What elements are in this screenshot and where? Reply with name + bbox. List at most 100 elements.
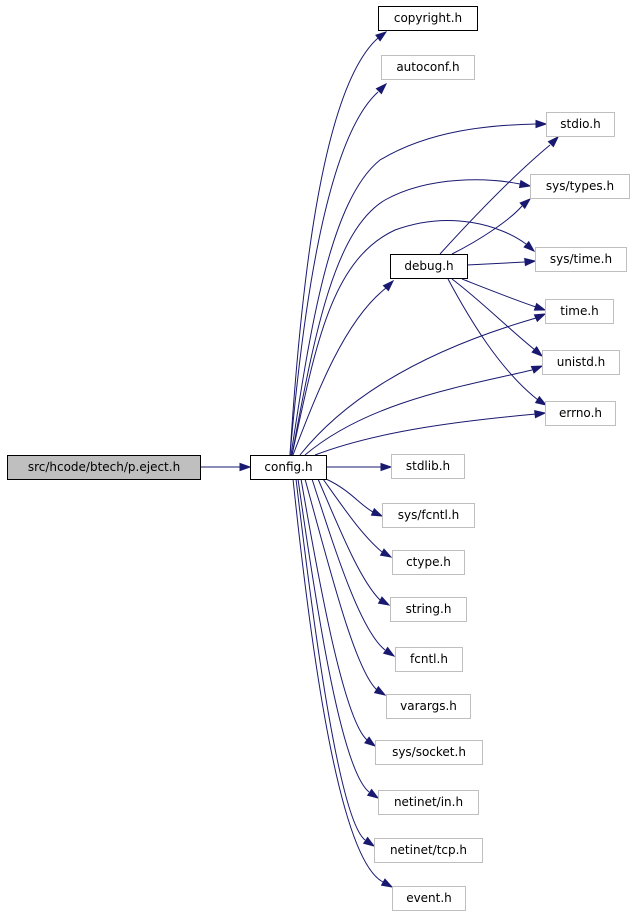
edge-config-to-unistd <box>304 365 544 456</box>
svg-text:debug.h: debug.h <box>404 259 453 273</box>
node-netinet-tcp-h[interactable]: netinet/tcp.h <box>374 838 483 863</box>
node-copyright-h[interactable]: copyright.h <box>378 6 478 31</box>
node-event-h[interactable]: event.h <box>392 886 466 911</box>
arrowhead-icon <box>366 788 380 799</box>
arrowhead-icon <box>370 507 384 517</box>
edge-line <box>322 478 383 553</box>
node-ctype-h[interactable]: ctype.h <box>392 550 465 575</box>
arrowhead-icon <box>534 409 547 419</box>
edge-debug-to-errno <box>447 278 548 406</box>
edge-line <box>447 278 539 401</box>
nodes-layer: src/hcode/btech/p.eject.h config.h copyr… <box>7 6 630 911</box>
edge-config-to-netinettcp <box>295 478 376 847</box>
svg-text:src/hcode/btech/p.eject.h: src/hcode/btech/p.eject.h <box>28 460 180 474</box>
edge-config-to-autoconf <box>289 82 388 456</box>
edge-line <box>314 413 537 456</box>
arrowhead-icon <box>523 240 536 252</box>
svg-text:copyright.h: copyright.h <box>394 11 462 25</box>
arrowhead-icon <box>375 82 388 95</box>
edge-debug-to-systime <box>466 257 537 267</box>
edge-line <box>439 144 551 255</box>
edge-config-to-string <box>317 478 391 606</box>
svg-text:netinet/tcp.h: netinet/tcp.h <box>390 843 467 857</box>
edge-config-to-varargs <box>304 478 387 696</box>
edge-line <box>292 287 387 456</box>
arrowhead-icon <box>530 365 544 374</box>
svg-text:string.h: string.h <box>406 602 452 616</box>
svg-text:ctype.h: ctype.h <box>406 555 451 569</box>
arrowhead-icon <box>519 198 532 210</box>
arrowhead-icon <box>375 31 388 42</box>
node-netinet-in-h[interactable]: netinet/in.h <box>378 790 479 815</box>
arrowhead-icon <box>533 302 547 311</box>
svg-text:stdlib.h: stdlib.h <box>406 459 450 473</box>
edge-line <box>297 478 370 793</box>
svg-text:unistd.h: unistd.h <box>557 355 606 369</box>
edge-line <box>289 91 379 456</box>
edge-line <box>311 478 386 651</box>
edge-config-to-debug <box>292 279 395 456</box>
edge-line <box>295 478 366 841</box>
edge-config-to-systypes <box>291 179 532 456</box>
node-fcntl-h[interactable]: fcntl.h <box>395 647 463 672</box>
svg-text:stdio.h: stdio.h <box>560 117 600 131</box>
arrowhead-icon <box>382 279 395 292</box>
edge-line <box>451 205 523 255</box>
node-unistd-h[interactable]: unistd.h <box>542 350 620 375</box>
edge-config-to-fcntl <box>311 478 396 657</box>
arrowhead-icon <box>239 462 252 472</box>
node-autoconf-h[interactable]: autoconf.h <box>381 55 475 80</box>
arrowhead-icon <box>377 596 391 606</box>
svg-text:autoconf.h: autoconf.h <box>396 60 459 74</box>
arrowhead-icon <box>524 257 537 267</box>
node-varargs-h[interactable]: varargs.h <box>386 694 471 719</box>
node-debug-h[interactable]: debug.h <box>390 254 468 279</box>
edge-config-to-sysfcntl <box>325 478 384 517</box>
node-errno-h[interactable]: errno.h <box>545 401 616 426</box>
svg-text:event.h: event.h <box>406 891 452 905</box>
svg-text:fcntl.h: fcntl.h <box>410 652 448 666</box>
edge-line <box>292 478 384 883</box>
arrowhead-icon <box>547 135 560 148</box>
edge-line <box>290 123 537 456</box>
arrowhead-icon <box>534 395 548 406</box>
node-src-hcode-btech-p-eject-h[interactable]: src/hcode/btech/p.eject.h <box>7 455 201 480</box>
arrowhead-icon <box>373 685 387 696</box>
edge-line <box>299 317 537 456</box>
edge-line <box>466 261 526 266</box>
arrowhead-icon <box>380 462 393 472</box>
edge-config-to-syssocket <box>300 478 377 747</box>
arrowhead-icon <box>535 119 548 129</box>
edge-line <box>291 220 527 456</box>
node-string-h[interactable]: string.h <box>390 597 467 622</box>
edge-line <box>291 179 521 456</box>
svg-text:config.h: config.h <box>264 460 312 474</box>
edge-line <box>317 478 381 601</box>
node-sys-fcntl-h[interactable]: sys/fcntl.h <box>382 503 475 528</box>
edges-layer <box>200 31 560 888</box>
edge-config-to-stdio <box>290 119 548 456</box>
node-stdio-h[interactable]: stdio.h <box>546 112 615 137</box>
node-config-h[interactable]: config.h <box>250 455 327 480</box>
node-time-h[interactable]: time.h <box>545 299 614 324</box>
edge-line <box>304 478 378 691</box>
arrowhead-icon <box>364 736 377 747</box>
svg-text:sys/types.h: sys/types.h <box>546 179 614 193</box>
node-stdlib-h[interactable]: stdlib.h <box>391 454 465 479</box>
svg-text:sys/time.h: sys/time.h <box>550 252 612 266</box>
edge-config-to-netinetin <box>297 478 380 799</box>
edge-config-to-event <box>292 478 394 888</box>
edge-root-to-config <box>200 462 252 472</box>
edge-debug-to-stdio <box>439 135 560 255</box>
edge-config-to-stdlib <box>326 462 393 472</box>
node-sys-socket-h[interactable]: sys/socket.h <box>375 740 483 765</box>
edge-debug-to-time <box>461 278 547 311</box>
svg-text:time.h: time.h <box>560 304 599 318</box>
arrowhead-icon <box>379 548 393 558</box>
node-sys-types-h[interactable]: sys/types.h <box>530 174 630 199</box>
edge-line <box>325 478 374 513</box>
node-sys-time-h[interactable]: sys/time.h <box>535 247 627 272</box>
edge-line <box>461 278 537 308</box>
edge-config-to-time <box>299 313 547 456</box>
